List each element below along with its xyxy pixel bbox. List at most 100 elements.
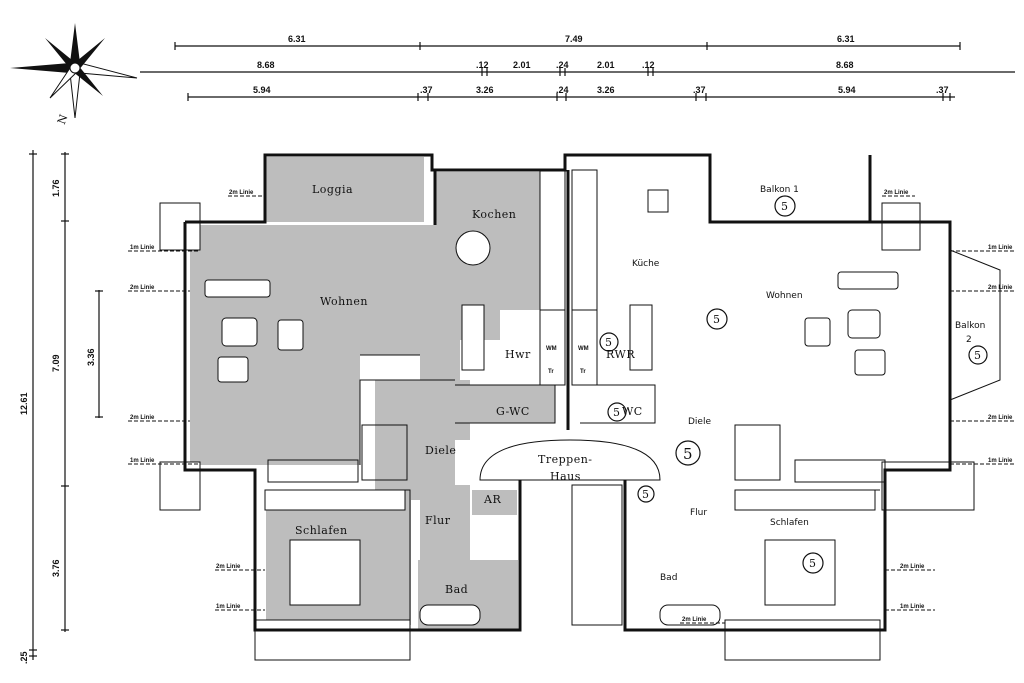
right-unit-labels: Balkon 1 Küche Wohnen Balkon 2 RWR WC Di…: [606, 185, 985, 583]
dim-label: 7.49: [565, 34, 583, 44]
room-label-bad: Bad: [445, 583, 468, 596]
dim-label: 12.61: [19, 392, 29, 415]
circled-markers: [599, 195, 988, 574]
room-label-schlafen: Schlafen: [295, 524, 348, 537]
dim-label: 2.01: [597, 60, 615, 70]
marker-5: 5: [974, 349, 982, 362]
marker-5: 5: [613, 406, 621, 419]
dim-label: 7.09: [51, 354, 61, 372]
linie-label: 1m Linie: [900, 604, 925, 610]
sofa-icon: [837, 271, 899, 290]
washing-machine-label: WM: [578, 346, 589, 352]
furniture: [204, 189, 899, 626]
room-label-hwr: RWR: [606, 348, 635, 361]
room-label-flur: Flur: [425, 514, 451, 527]
marker-5: 5: [781, 200, 789, 213]
dim-label: 6.31: [837, 34, 855, 44]
room-label-schlafen: Schlafen: [770, 518, 809, 528]
appliance-labels: WM Tr WM Tr: [546, 346, 589, 375]
desk-chair-icon: [647, 189, 669, 213]
sofa-icon: [204, 279, 271, 298]
cabinet-icon: [461, 304, 485, 371]
dim-label: .37: [693, 85, 706, 95]
linie-label: 2m Linie: [229, 190, 254, 196]
linie-label: 1m Linie: [988, 458, 1013, 464]
room-label-wc: WC: [622, 405, 643, 418]
marker-5: 5: [809, 557, 817, 570]
dim-label: .37: [420, 85, 433, 95]
marker-5: 5: [605, 336, 613, 349]
armchair-icon: [854, 349, 886, 376]
stairwell-label: Haus: [550, 470, 581, 483]
cabinet-icon: [629, 304, 653, 371]
dim-label: 3.36: [86, 348, 96, 366]
dim-label: 6.31: [288, 34, 306, 44]
armchair-icon: [804, 317, 831, 347]
compass-rose-icon: [10, 23, 138, 119]
linie-label: 1m Linie: [988, 245, 1013, 251]
room-label-bad: Bad: [660, 573, 677, 583]
room-label-flur: Flur: [690, 508, 707, 518]
dim-label: 5.94: [838, 85, 856, 95]
circled-marker-labels: 5 5 5 5 5 5 5 5: [605, 200, 982, 570]
dim-label: 8.68: [836, 60, 854, 70]
armchair-icon: [277, 319, 304, 351]
dim-label: 3.26: [597, 85, 615, 95]
dim-label: .12: [642, 60, 655, 70]
dimension-lines: [29, 42, 1015, 660]
marker-5: 5: [642, 488, 650, 501]
room-label-loggia: Loggia: [312, 183, 353, 196]
bathtub-icon: [659, 604, 721, 626]
room-label-gwc: G-WC: [496, 405, 530, 418]
dim-label: .12: [476, 60, 489, 70]
dim-label: 3.76: [51, 559, 61, 577]
dim-label: 2.01: [513, 60, 531, 70]
armchair-icon: [217, 356, 249, 383]
room-label-wohnen: Wohnen: [766, 291, 803, 301]
marker-5: 5: [683, 445, 693, 463]
walls: [183, 153, 1001, 632]
linie-label: 1m Linie: [130, 458, 155, 464]
double-bed-icon: [289, 539, 361, 606]
linie-label: 2m Linie: [130, 415, 155, 421]
room-label-ar: AR: [483, 493, 501, 506]
room-label-diele: Diele: [425, 444, 456, 457]
linie-label: 2m Linie: [988, 415, 1013, 421]
dryer-label: Tr: [548, 369, 554, 375]
dining-table-icon: [455, 230, 491, 266]
room-label-kueche: Küche: [632, 259, 660, 269]
room-label-balkon2-number: 2: [966, 335, 972, 345]
linie-label: 1m Linie: [130, 245, 155, 251]
linie-label: 2m Linie: [682, 617, 707, 623]
room-label-balkon2: Balkon: [955, 321, 985, 331]
dim-label: 1.76: [51, 179, 61, 197]
table-icon: [221, 317, 258, 347]
table-icon: [847, 309, 881, 339]
dim-label: .37: [936, 85, 949, 95]
room-label-hwr: Hwr: [505, 348, 531, 361]
double-bed-icon: [764, 539, 836, 606]
height-line-labels: 2m Linie 1m Linie 2m Linie 2m Linie 1m L…: [130, 190, 1013, 623]
room-label-diele: Diele: [688, 417, 711, 427]
washing-machine-label: WM: [546, 346, 557, 352]
room-label-wohnen: Wohnen: [320, 295, 368, 308]
room-label-kochen: Kochen: [472, 208, 516, 221]
linie-label: 2m Linie: [884, 190, 909, 196]
linie-label: 2m Linie: [900, 564, 925, 570]
linie-label: 1m Linie: [216, 604, 241, 610]
dim-label: .25: [19, 651, 29, 664]
dim-label: 8.68: [257, 60, 275, 70]
roof-hatching: [159, 202, 975, 661]
left-unit-labels: Loggia Kochen Wohnen Hwr G-WC Diele Flur…: [295, 183, 593, 596]
left-unit-fill: [190, 157, 555, 630]
stairwell-label: Treppen-: [538, 453, 593, 466]
dimension-labels: 6.31 7.49 6.31 8.68 .12 2.01 .24 2.01 .1…: [19, 34, 949, 664]
dim-label: 5.94: [253, 85, 271, 95]
north-label: N: [55, 112, 71, 126]
marker-5: 5: [713, 313, 721, 326]
height-lines: [128, 195, 1015, 624]
linie-label: 2m Linie: [216, 564, 241, 570]
linie-label: 2m Linie: [988, 285, 1013, 291]
dim-label: .24: [556, 85, 569, 95]
